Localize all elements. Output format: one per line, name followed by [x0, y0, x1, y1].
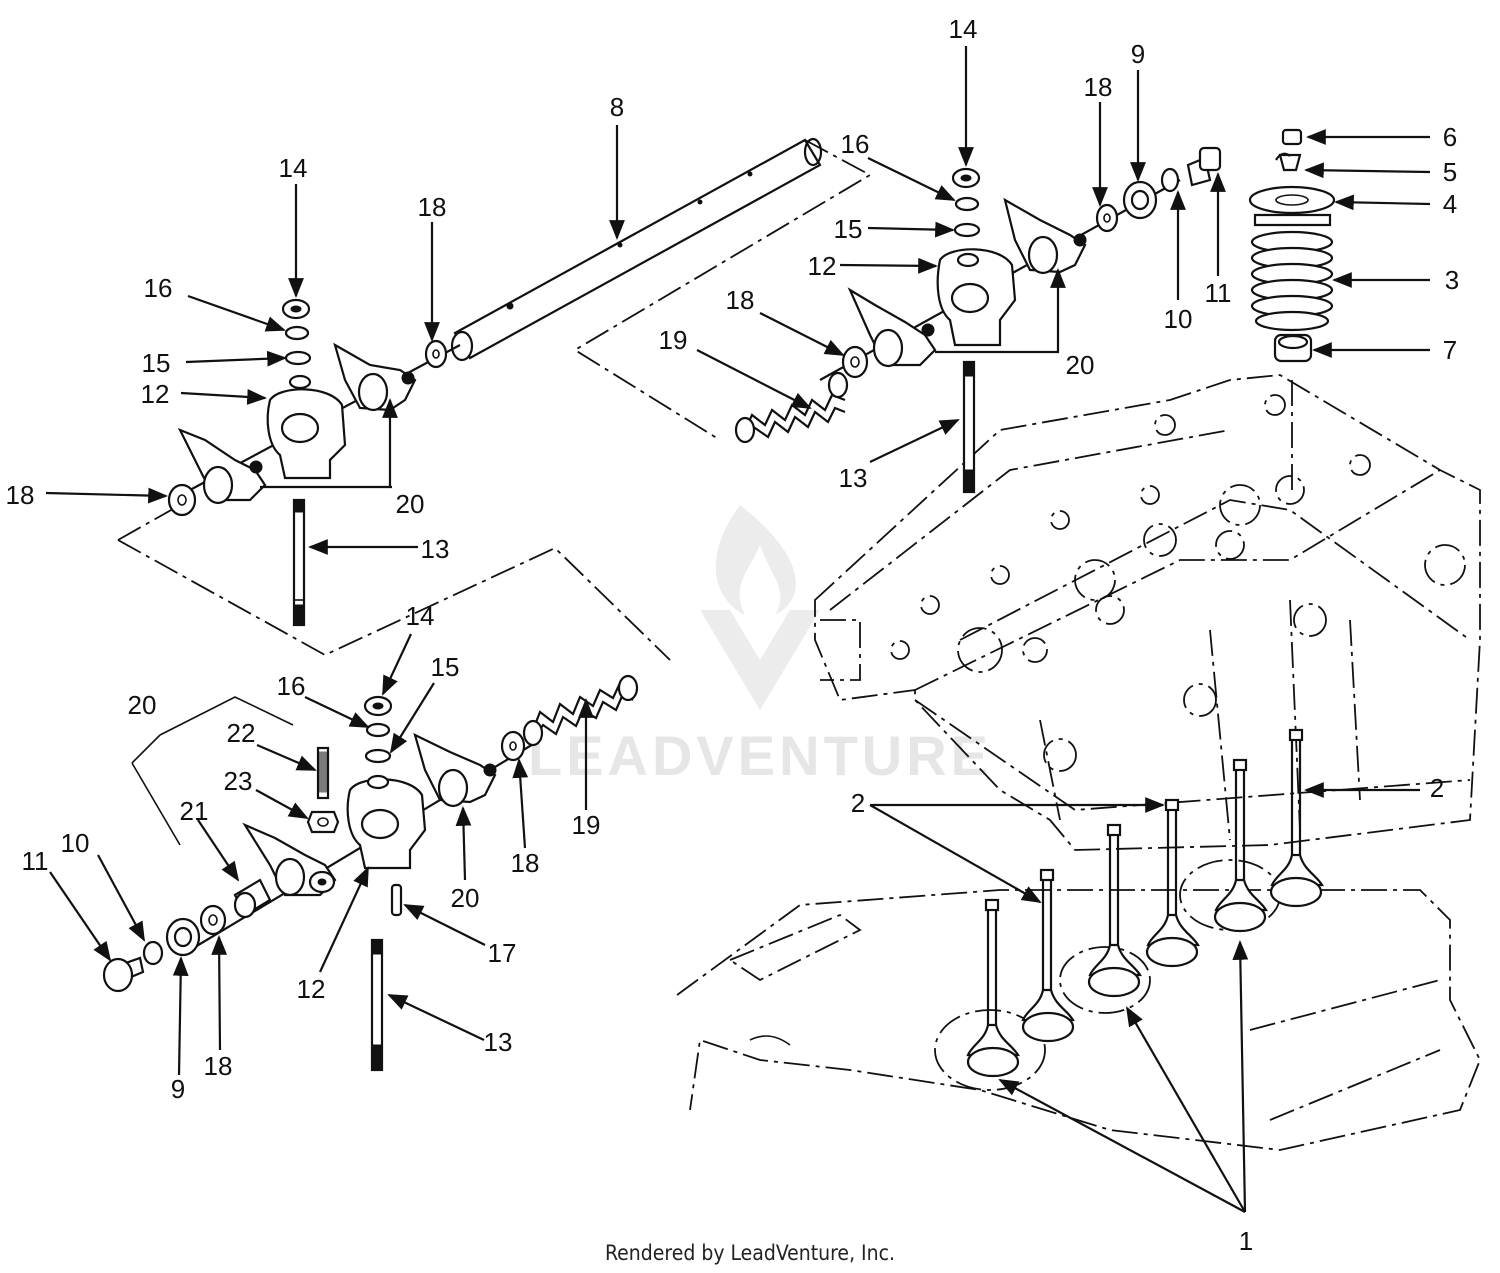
callout-12: 12	[297, 974, 326, 1004]
valve-6	[1269, 728, 1324, 908]
callout-11: 11	[1205, 278, 1232, 308]
callout-12: 12	[141, 379, 170, 409]
callout-8: 8	[610, 92, 624, 122]
callout-3: 3	[1445, 265, 1459, 295]
callout-18: 18	[1084, 72, 1113, 102]
callout-10: 10	[61, 828, 90, 858]
valve-1	[966, 898, 1020, 1078]
callout-18: 18	[204, 1051, 233, 1081]
callout-14: 14	[949, 14, 978, 44]
callout-16: 16	[144, 273, 173, 303]
callout-20: 20	[1066, 350, 1095, 380]
footer-credit: Rendered by LeadVenture, Inc.	[605, 1241, 895, 1265]
rocker-assembly-lower	[102, 674, 639, 1072]
callout-20: 20	[451, 883, 480, 913]
callout-4: 4	[1443, 189, 1457, 219]
callout-5: 5	[1443, 157, 1457, 187]
callout-15: 15	[142, 348, 171, 378]
callout-18: 18	[511, 848, 540, 878]
callout-7: 7	[1443, 335, 1457, 365]
rocker-shaft	[450, 137, 872, 441]
callout-14: 14	[406, 601, 435, 631]
leader-lines	[45, 46, 1431, 1213]
callout-9: 9	[171, 1074, 185, 1104]
engine-block	[676, 859, 1481, 1151]
callout-1: 1	[1239, 1226, 1253, 1256]
callout-9: 9	[1131, 39, 1145, 69]
rocker-assembly-right	[734, 146, 1222, 494]
valves	[966, 380, 1324, 1078]
callout-12: 12	[808, 251, 837, 281]
callout-18: 18	[418, 192, 447, 222]
callout-2: 2	[851, 788, 865, 818]
rocker-assembly-left	[117, 298, 671, 661]
callout-16: 16	[841, 129, 870, 159]
valve-5	[1213, 758, 1268, 933]
callout-19: 19	[659, 325, 688, 355]
watermark: LEADVENTURE	[528, 505, 992, 787]
cylinder-head	[814, 374, 1481, 851]
callout-17: 17	[488, 938, 517, 968]
valve-spring-assembly	[1248, 128, 1336, 363]
callout-15: 15	[431, 652, 460, 682]
callout-13: 13	[421, 534, 450, 564]
callout-18: 18	[726, 285, 755, 315]
callout-19: 19	[572, 810, 601, 840]
valve-2	[1021, 868, 1075, 1043]
callout-21: 21	[180, 796, 209, 826]
callout-23: 23	[224, 766, 253, 796]
callout-13: 13	[484, 1027, 513, 1057]
callout-11: 11	[22, 846, 49, 876]
callout-13: 13	[839, 463, 868, 493]
callout-6: 6	[1443, 122, 1457, 152]
callout-2: 2	[1430, 773, 1444, 803]
valve-4	[1145, 798, 1200, 968]
valve-3	[1087, 823, 1142, 998]
callout-10: 10	[1164, 304, 1193, 334]
callout-16: 16	[277, 671, 306, 701]
callout-14: 14	[279, 153, 308, 183]
callout-20: 20	[128, 690, 157, 720]
callout-20: 20	[396, 489, 425, 519]
watermark-text: LEADVENTURE	[528, 724, 992, 787]
callout-18: 18	[6, 480, 35, 510]
callout-22: 22	[227, 718, 256, 748]
callout-labels: 8 14 16 18 15 12 18 20 13 14 16 15 12 18…	[6, 14, 1460, 1256]
callout-15: 15	[834, 214, 863, 244]
